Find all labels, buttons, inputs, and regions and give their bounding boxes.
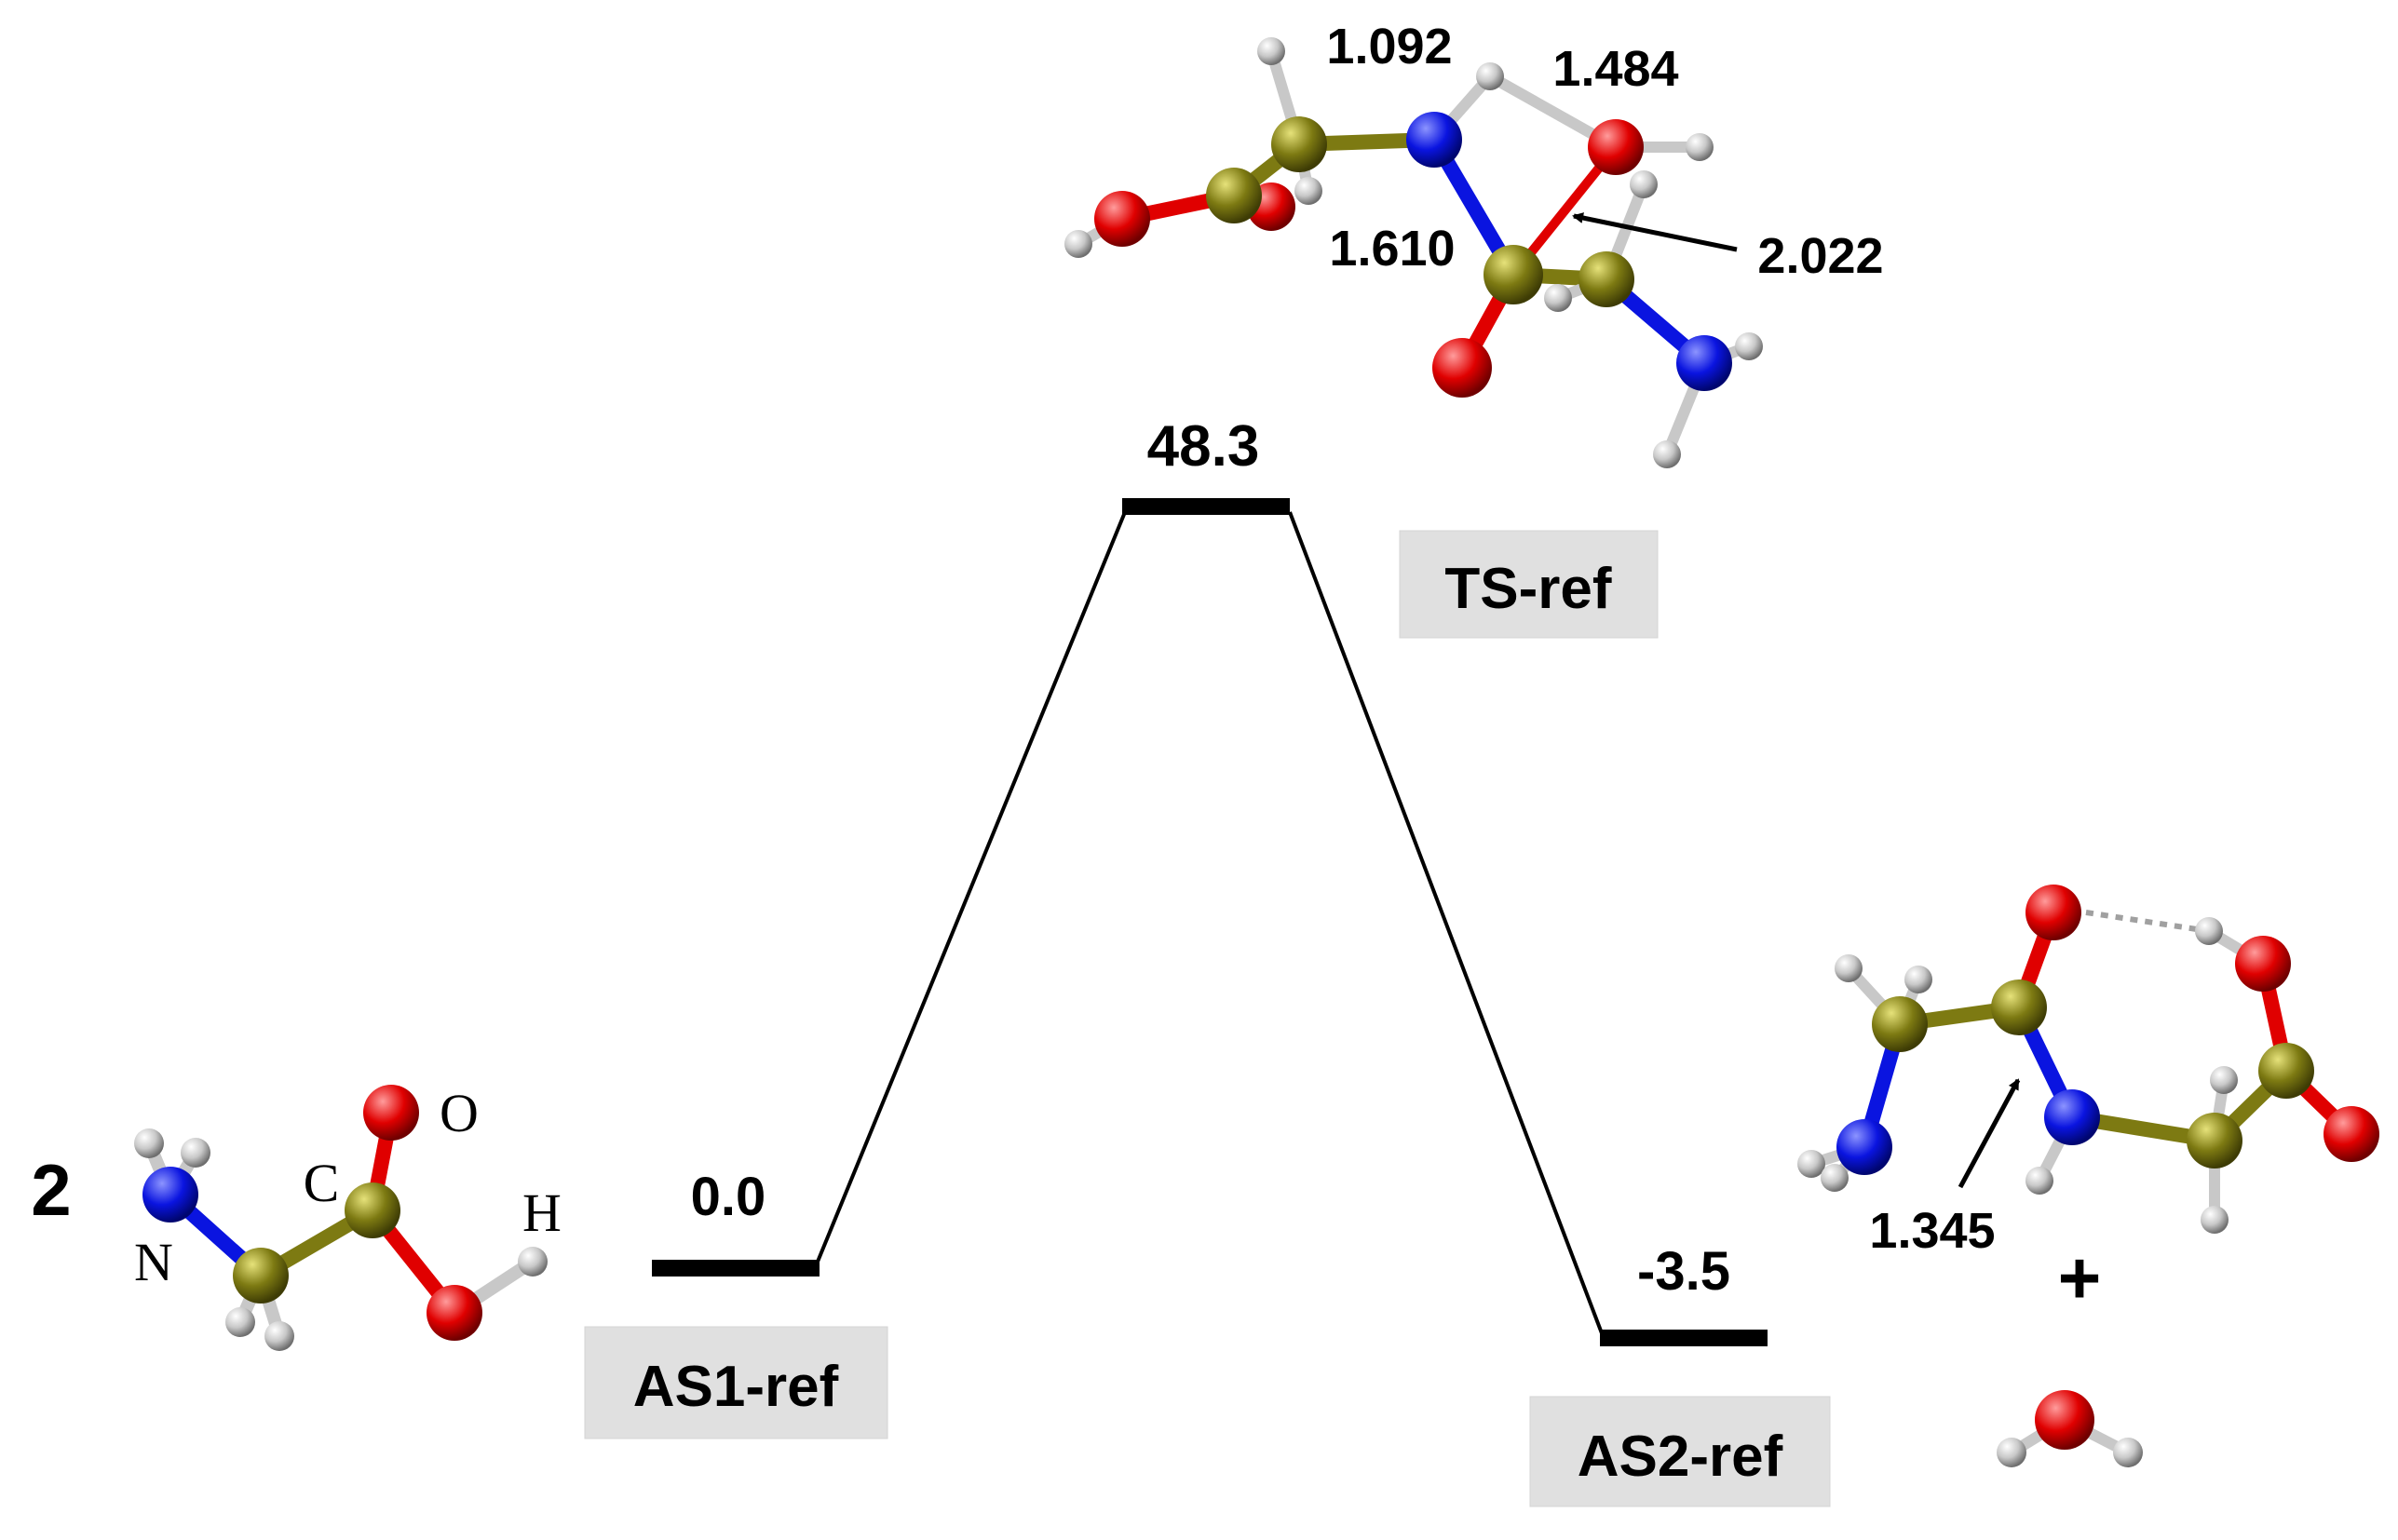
label-ts: TS-ref	[1399, 530, 1659, 639]
ts-arrow	[1572, 212, 1738, 252]
ts-n-atom	[1406, 112, 1462, 168]
ts-n-atom	[1676, 335, 1732, 391]
product-c-atom	[2187, 1113, 2242, 1169]
product-c-atom	[2258, 1043, 2314, 1099]
reactant-molecule: N C O H	[134, 1083, 562, 1351]
ts-distance-2022: 2.022	[1757, 228, 1883, 284]
reactant-h-atom	[225, 1307, 255, 1337]
energy-as2: -3.5	[1637, 1241, 1730, 1302]
energy-as1: 0.0	[691, 1167, 766, 1227]
plus-sign: +	[2058, 1236, 2102, 1319]
label-as1: AS1-ref	[584, 1326, 888, 1439]
product-distance-1345: 1.345	[1869, 1203, 1995, 1259]
ts-h-atom	[1630, 170, 1658, 198]
product-h-atom	[2201, 1206, 2229, 1234]
water-o-atom	[2035, 1390, 2094, 1450]
product-c-atom	[1872, 996, 1928, 1052]
product-atoms	[1797, 885, 2379, 1467]
product-molecule: 1.345 +	[1797, 885, 2379, 1467]
reactant-label-c: C	[304, 1153, 340, 1213]
water-h-atom	[1997, 1438, 2026, 1467]
connector-as1-ts	[816, 511, 1127, 1263]
ts-c-atom	[1206, 168, 1262, 223]
product-h-atom	[2025, 1167, 2053, 1195]
reactant-label-o: O	[440, 1083, 479, 1143]
connector-ts-as2	[1288, 511, 1604, 1334]
label-as1-text: AS1-ref	[633, 1355, 839, 1419]
level-as1	[652, 1260, 820, 1277]
label-as2: AS2-ref	[1529, 1396, 1831, 1507]
product-h-atom	[1835, 954, 1863, 982]
ts-h-atom	[1294, 177, 1322, 205]
product-h-atom	[1904, 966, 1932, 993]
ts-c-atom	[1271, 116, 1327, 172]
reactant-atoms	[134, 1085, 548, 1351]
reactant-label-h: H	[522, 1182, 562, 1243]
product-o-atom	[2323, 1106, 2379, 1162]
reactant-h-atom	[518, 1247, 548, 1277]
product-h-atom	[2195, 917, 2223, 945]
ts-o-atom	[1094, 191, 1150, 247]
reactant-h-atom	[264, 1321, 294, 1351]
ts-molecule: 1.092 1.484 1.610 2.022	[1064, 19, 1884, 468]
label-as2-text: AS2-ref	[1578, 1425, 1783, 1489]
ts-h-atom	[1257, 37, 1285, 65]
product-n-atom	[2044, 1089, 2100, 1145]
product-bonds	[1806, 905, 2359, 1458]
label-ts-text: TS-ref	[1444, 557, 1611, 621]
product-o-atom	[2235, 936, 2291, 992]
product-h-atom	[1797, 1150, 1825, 1178]
ts-h-atom	[1653, 440, 1681, 468]
reactant-c-atom	[233, 1248, 289, 1304]
reactant-n-atom	[142, 1167, 198, 1223]
ts-distance-1092: 1.092	[1326, 19, 1452, 74]
product-h-atom	[2210, 1066, 2238, 1094]
ts-h-atom	[1735, 332, 1763, 360]
water-h-atom	[2113, 1438, 2143, 1467]
reactant-h-atom	[181, 1138, 210, 1168]
energy-ts: 48.3	[1147, 414, 1260, 479]
reactant-h-atom	[134, 1128, 164, 1158]
ts-h-atom	[1064, 230, 1092, 258]
product-arrow	[1958, 1078, 2021, 1189]
level-ts	[1122, 498, 1290, 515]
ts-h-atom	[1544, 284, 1572, 312]
ts-c-atom	[1484, 245, 1543, 304]
product-c-atom	[1991, 979, 2047, 1035]
reactant-o-atom	[427, 1285, 482, 1341]
ts-distance-1610: 1.610	[1329, 221, 1455, 277]
ts-h-atom	[1686, 133, 1714, 161]
compound-number: 2	[31, 1149, 71, 1231]
level-as2	[1600, 1330, 1768, 1346]
ts-c-atom	[1578, 251, 1634, 307]
reactant-label-n: N	[134, 1232, 173, 1292]
ts-o-atom	[1432, 338, 1492, 398]
reactant-o-atom	[363, 1085, 419, 1141]
ts-h-atom	[1476, 62, 1504, 90]
product-n-atom	[1836, 1119, 1892, 1175]
product-o-atom	[2025, 885, 2081, 940]
reactant-c-atom	[345, 1182, 400, 1238]
hydrogen-bond	[2085, 910, 2210, 934]
energy-levels	[652, 498, 1768, 1346]
ts-atoms	[1064, 37, 1763, 468]
ts-distance-1484: 1.484	[1552, 41, 1678, 97]
product-h-atom	[1821, 1164, 1849, 1192]
ts-o-atom	[1588, 119, 1644, 175]
